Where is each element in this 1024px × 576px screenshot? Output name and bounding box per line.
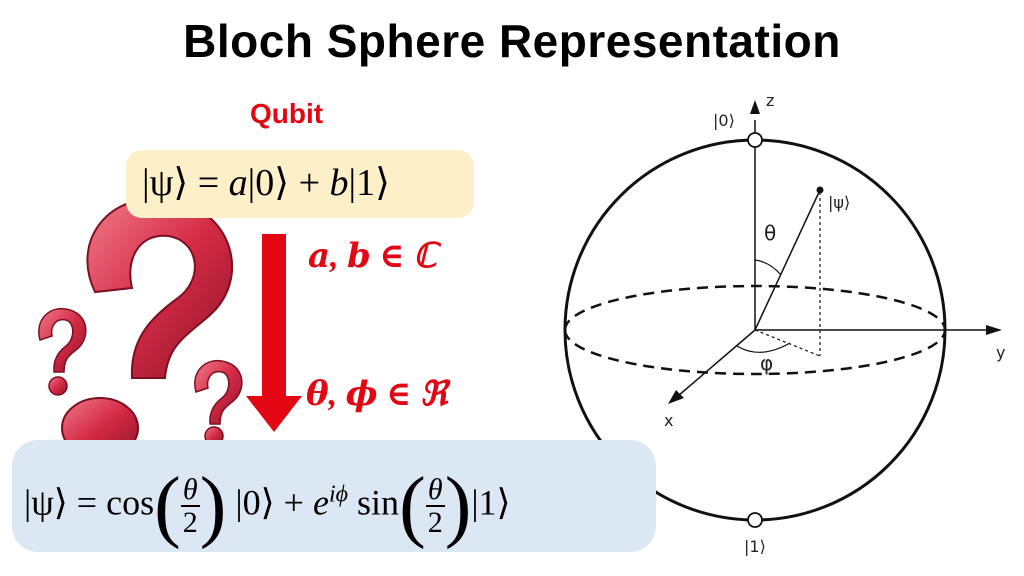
bloch-sphere xyxy=(563,100,1002,528)
fraction-denominator: 2 xyxy=(182,506,198,539)
ket0-label: |0⟩ xyxy=(713,111,735,130)
question-mark-icon xyxy=(61,197,234,459)
fraction-denominator: 2 xyxy=(427,506,443,539)
ket-zero: |0⟩ xyxy=(247,162,290,204)
right-paren: ) xyxy=(444,462,472,550)
theta-label: θ xyxy=(764,221,776,245)
ket-one: |1⟩ xyxy=(471,482,511,523)
phi-label: φ xyxy=(760,351,773,375)
fraction-numerator: θ xyxy=(425,473,445,507)
exp-power: iϕ xyxy=(328,481,349,508)
down-arrow-icon xyxy=(246,234,302,432)
qubit-label: Qubit xyxy=(250,98,324,129)
right-paren: ) xyxy=(199,462,227,550)
cos-function: cos xyxy=(106,482,155,523)
coefficient-b: b xyxy=(329,162,349,204)
qubit-state-box xyxy=(126,150,474,218)
equals-sign: = xyxy=(197,162,220,204)
plus-sign: + xyxy=(283,482,304,523)
left-paren: ( xyxy=(154,462,181,550)
complex-coefficients-label: 𝒂, 𝒃 ∈ ℂ xyxy=(308,238,437,275)
left-paren: ( xyxy=(399,462,426,550)
ket1-label: |1⟩ xyxy=(744,537,766,556)
psi-ket: |ψ⟩ xyxy=(24,482,68,523)
y-axis-label: y xyxy=(996,343,1005,362)
bloch-formula-box xyxy=(12,440,656,552)
psi-ket: |ψ⟩ xyxy=(142,162,189,204)
real-angles-label: 𝜽, 𝝓 ∈ ℜ xyxy=(306,376,448,413)
question-mark-icon xyxy=(194,359,243,446)
ket-one: |1⟩ xyxy=(348,162,390,204)
sin-function: sin xyxy=(357,482,400,523)
equals-sign: = xyxy=(76,482,98,523)
z-axis-label: z xyxy=(766,91,774,110)
page-title: Bloch Sphere Representation xyxy=(183,15,841,67)
question-mark-icon xyxy=(38,307,87,396)
fraction-numerator: θ xyxy=(180,473,200,507)
ket-zero: |0⟩ xyxy=(235,482,275,523)
x-axis-label: x xyxy=(664,411,673,430)
psi-label: |ψ⟩ xyxy=(828,193,850,212)
plus-sign: + xyxy=(298,162,321,204)
exp-base: e xyxy=(312,482,329,523)
coefficient-a: a xyxy=(228,162,248,204)
qubit-state-equation: |ψ⟩ = a|0⟩ + b|1⟩ xyxy=(142,160,390,205)
